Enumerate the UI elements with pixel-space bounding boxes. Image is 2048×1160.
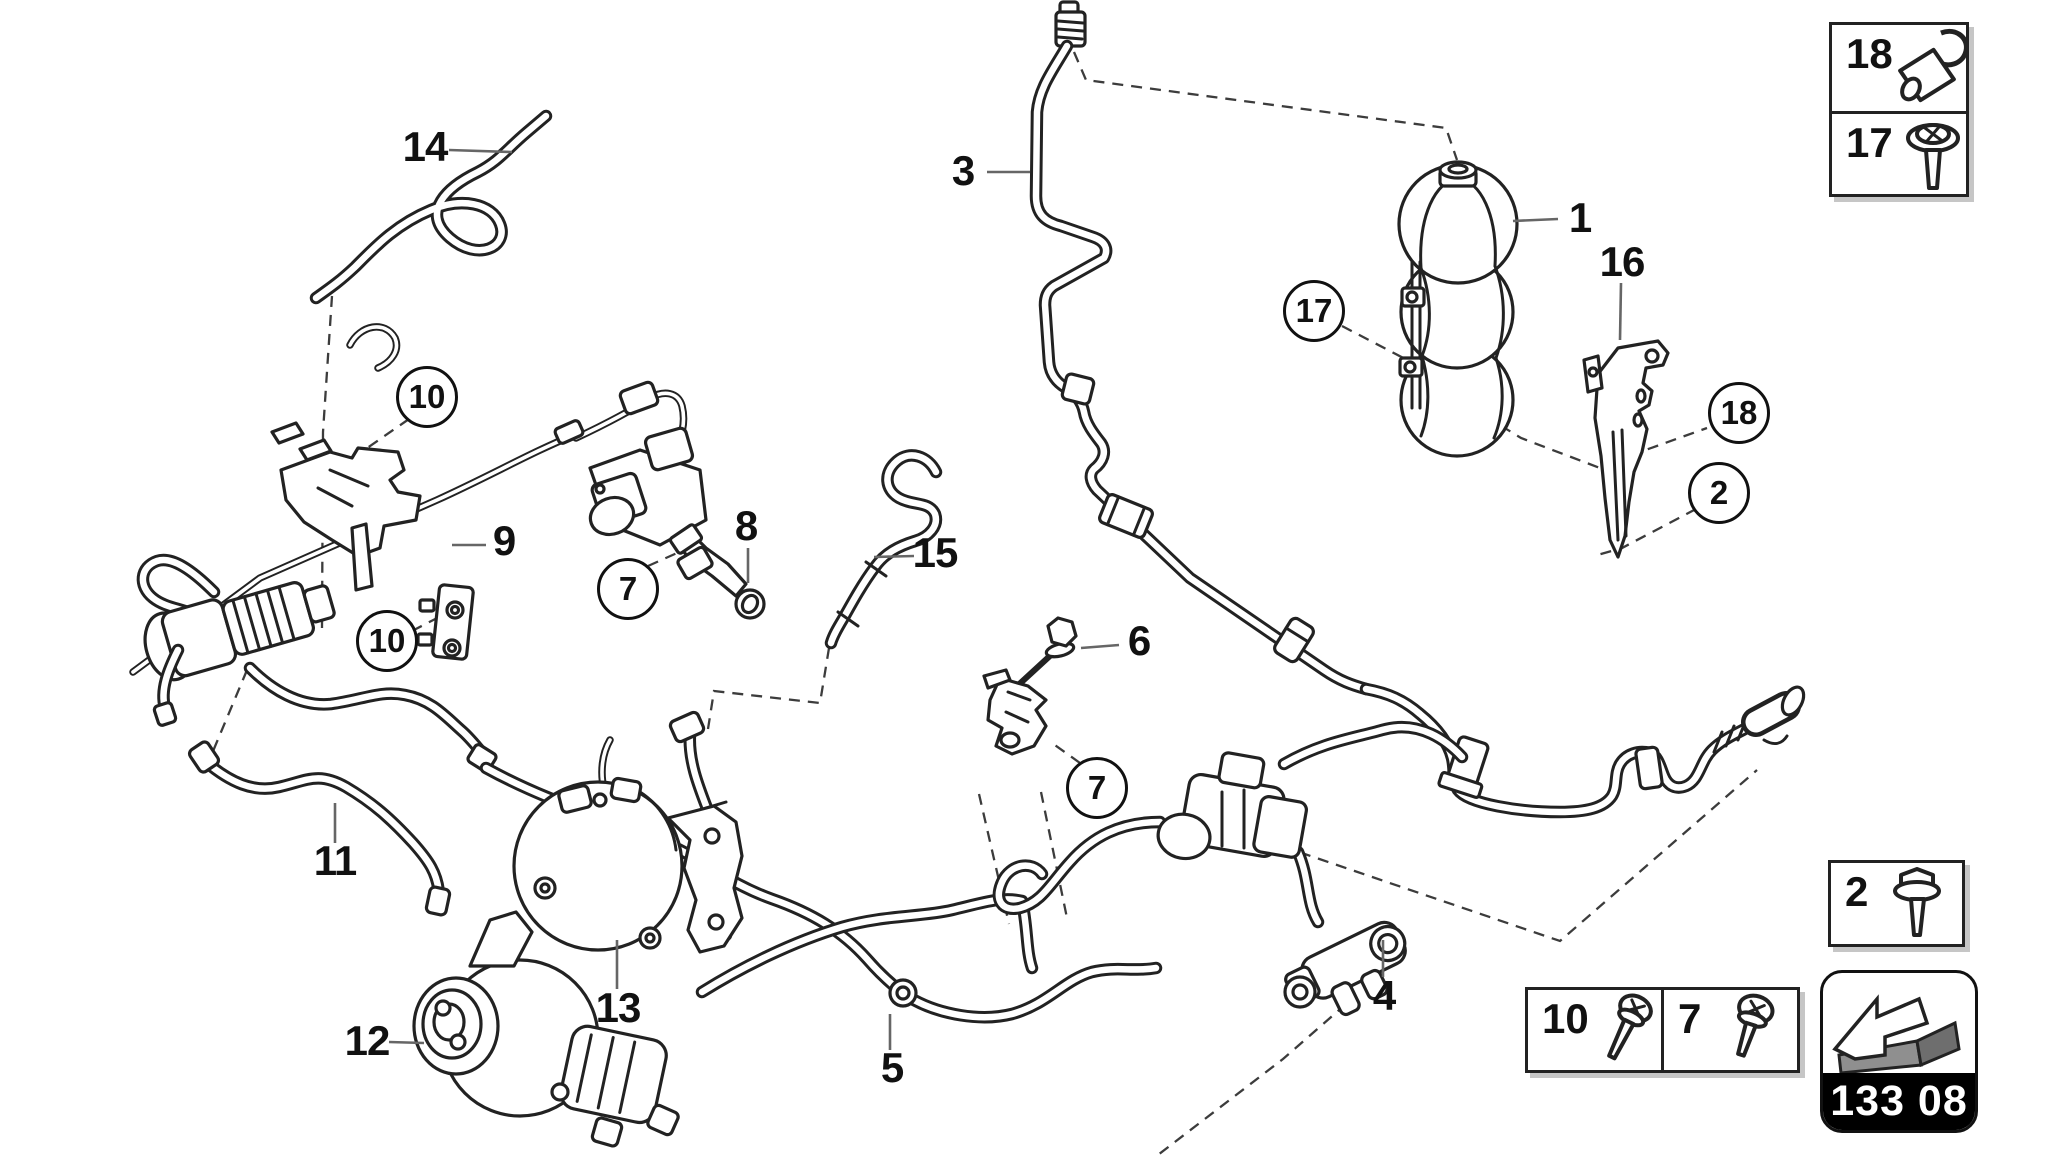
callout-circled-7: 7 bbox=[597, 558, 659, 620]
pipe-3-drawing bbox=[1029, 0, 1373, 696]
bolt-6-drawing bbox=[999, 616, 1078, 703]
callout-label-5: 5 bbox=[880, 1044, 904, 1091]
callout-circled-17: 17 bbox=[1283, 280, 1345, 342]
vacuum-pump-13-drawing bbox=[512, 776, 744, 954]
callout-label-3: 3 bbox=[951, 147, 975, 194]
callout-label-14: 14 bbox=[402, 123, 449, 170]
leader-line-15 bbox=[873, 554, 915, 559]
callout-circled-2: 2 bbox=[1688, 462, 1750, 524]
leader-line-12 bbox=[388, 1040, 425, 1045]
legend-box-bolt: 2 bbox=[1828, 860, 1965, 947]
hex-flange-bolt-icon bbox=[1868, 863, 1962, 941]
hose-14-drawing bbox=[309, 109, 553, 305]
callout-label-11: 11 bbox=[313, 837, 357, 884]
solenoid-upper-drawing bbox=[553, 380, 708, 547]
callout-circled-10: 10 bbox=[356, 610, 418, 672]
callout-label-16: 16 bbox=[1599, 238, 1646, 285]
purge-valve-left-drawing bbox=[129, 389, 688, 773]
callout-label-9: 9 bbox=[492, 517, 516, 564]
pump-12-drawing bbox=[412, 910, 680, 1148]
callout-label-8: 8 bbox=[734, 502, 758, 549]
retaining-clip-icon bbox=[1893, 25, 1971, 105]
hose-11-drawing bbox=[187, 740, 452, 917]
legend-cell-10: 10 bbox=[1528, 990, 1661, 1070]
bracket-8-drawing bbox=[668, 523, 766, 620]
legend-number: 2 bbox=[1845, 868, 1869, 915]
section-arrow-icon bbox=[1832, 994, 1961, 1075]
torx-pan-screw-icon bbox=[1589, 990, 1661, 1070]
callout-circled-18: 18 bbox=[1708, 382, 1770, 444]
legend-number: 17 bbox=[1846, 119, 1893, 166]
callout-label-12: 12 bbox=[344, 1017, 391, 1064]
leader-lines bbox=[333, 148, 1623, 1050]
callout-circled-10: 10 bbox=[396, 366, 458, 428]
callout-circled-7: 7 bbox=[1066, 757, 1128, 819]
legend-box-top-right: 18 17 bbox=[1829, 22, 1969, 197]
legend-number: 18 bbox=[1846, 30, 1893, 77]
legend-row-17: 17 bbox=[1832, 111, 1966, 194]
callout-label-15: 15 bbox=[912, 529, 959, 576]
hose-15-drawing bbox=[824, 449, 943, 650]
leader-line-16 bbox=[1618, 282, 1623, 341]
right-pipe-run-drawing bbox=[1359, 682, 1806, 819]
leader-line-14 bbox=[448, 148, 513, 154]
bracket-16-drawing bbox=[1582, 339, 1670, 559]
legend-number: 10 bbox=[1542, 995, 1589, 1042]
bracket-7-drawing bbox=[982, 668, 1048, 756]
purge-valve-lower-drawing bbox=[1156, 720, 1469, 929]
bracket-4-drawing bbox=[1283, 920, 1407, 1017]
leader-line-1 bbox=[1512, 217, 1559, 223]
legend-row-18: 18 bbox=[1832, 25, 1969, 111]
mount-plate-drawing bbox=[416, 583, 475, 661]
torx-pan-screw-icon bbox=[1701, 990, 1797, 1070]
section-code-badge: 133 08 bbox=[1820, 970, 1978, 1133]
callout-label-6: 6 bbox=[1127, 617, 1151, 664]
legend-number: 7 bbox=[1678, 995, 1702, 1042]
section-code: 133 08 bbox=[1823, 1073, 1975, 1130]
washer-head-screw-icon bbox=[1893, 114, 1971, 194]
callout-label-4: 4 bbox=[1372, 972, 1396, 1019]
callout-label-13: 13 bbox=[595, 984, 642, 1031]
canister-1-drawing bbox=[1397, 160, 1519, 458]
callout-label-1: 1 bbox=[1568, 194, 1592, 241]
legend-cell-7: 7 bbox=[1661, 990, 1797, 1070]
bracket-9-drawing bbox=[270, 323, 422, 592]
leader-line-6 bbox=[1080, 643, 1120, 650]
legend-box-screws: 10 7 bbox=[1525, 987, 1800, 1073]
